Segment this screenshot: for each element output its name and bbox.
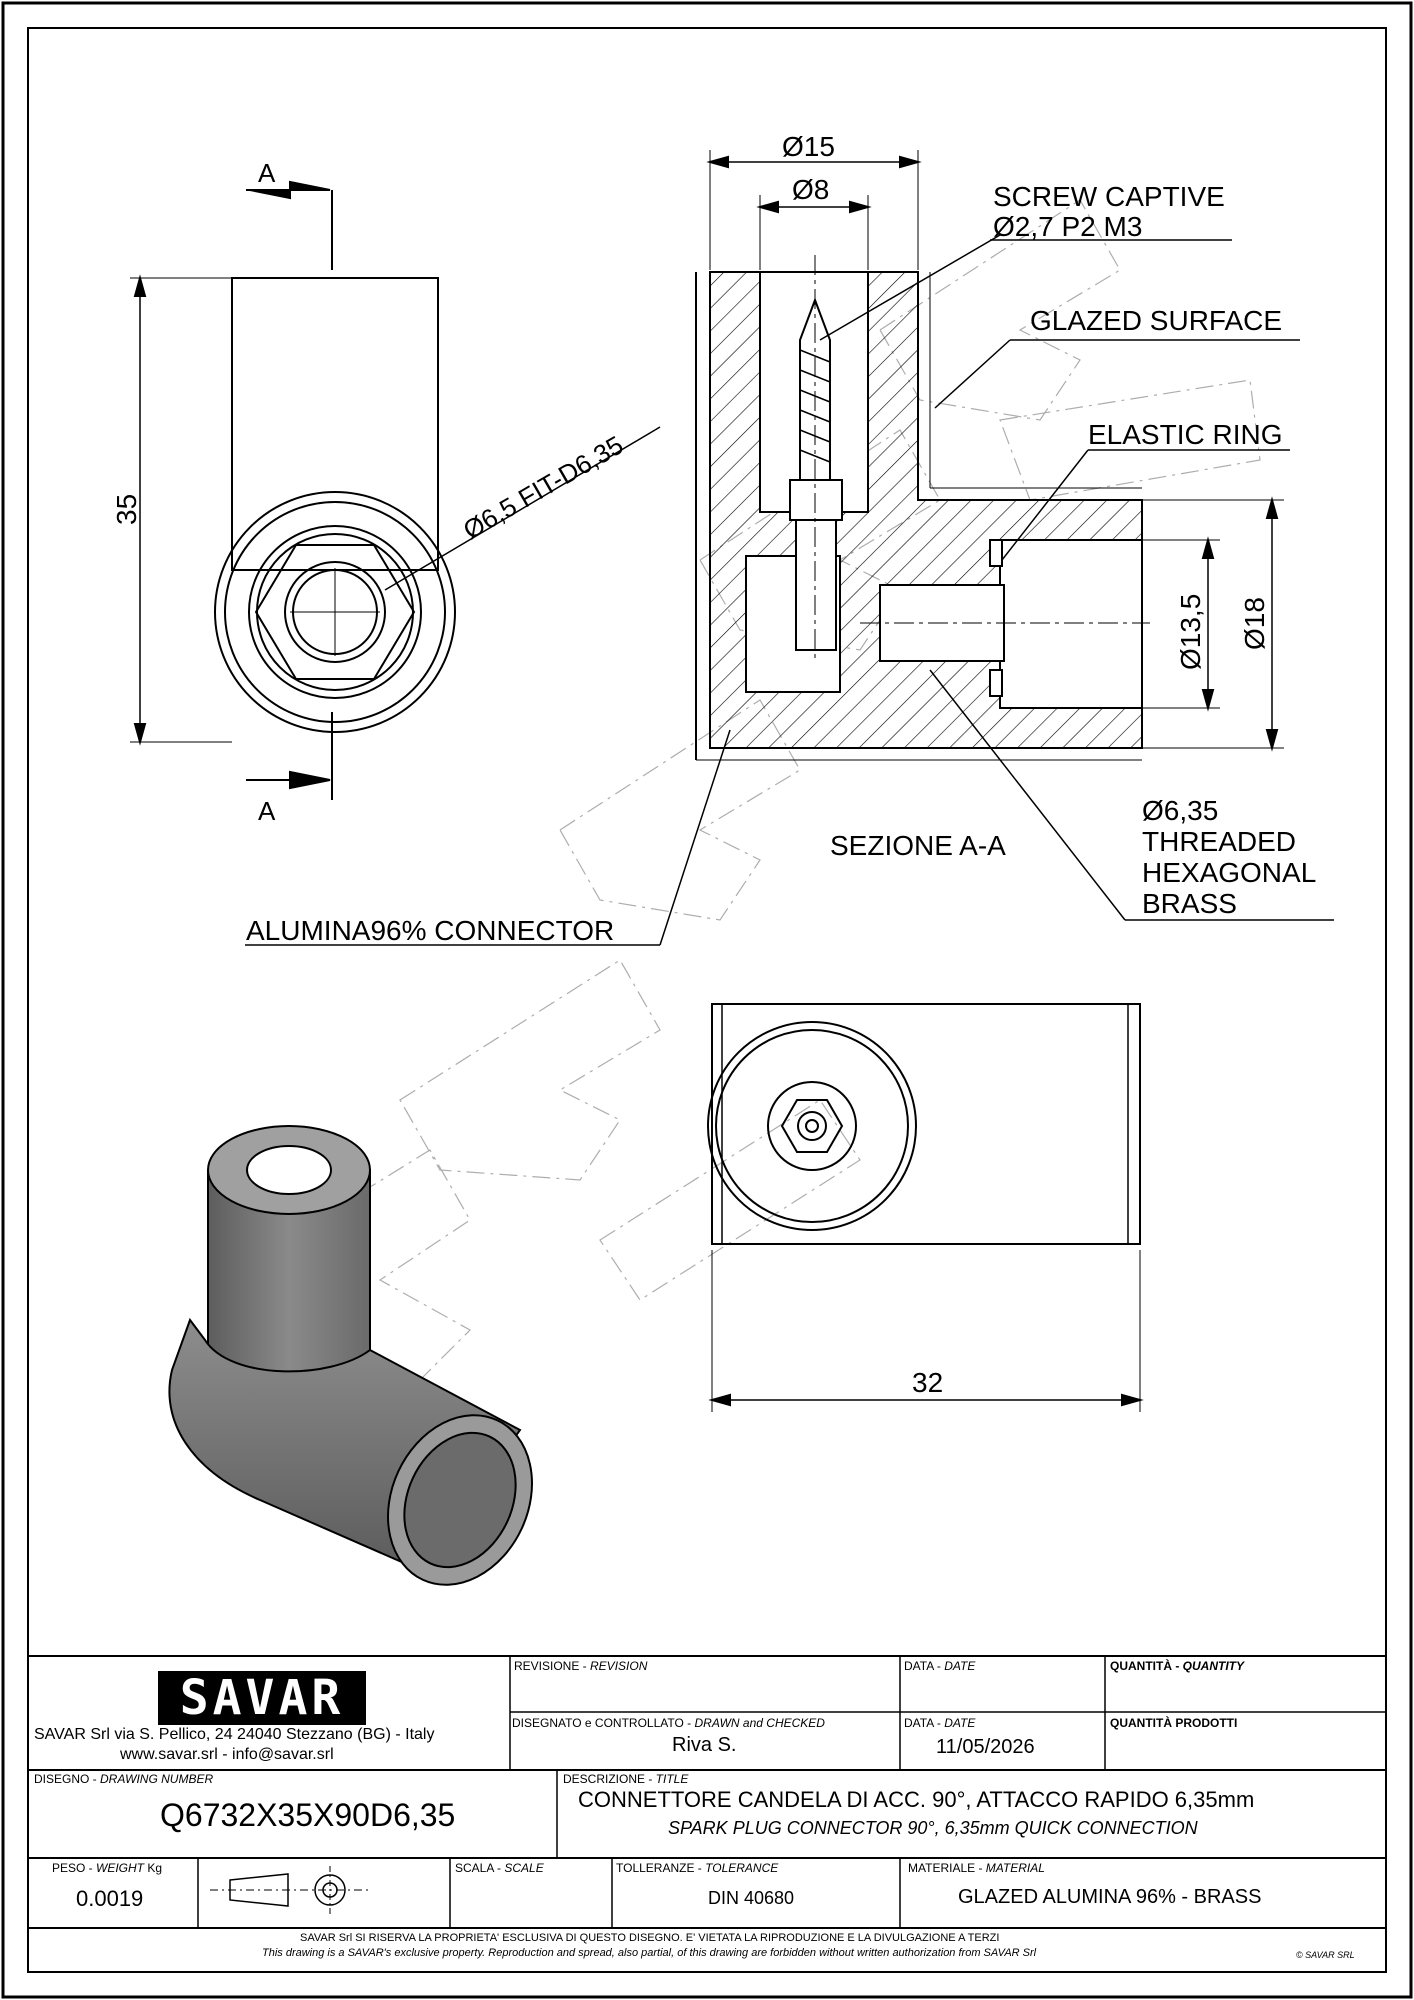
savar-logo: SAVAR (158, 1671, 366, 1725)
drawing-number-label: DISEGNO - DRAWING NUMBER (34, 1772, 214, 1786)
callout-screw-line1: SCREW CAPTIVE (993, 181, 1225, 212)
weight-value: 0.0019 (76, 1886, 144, 1911)
callout-brass-line3: HEXAGONAL (1142, 857, 1316, 888)
title-it: CONNETTORE CANDELA DI ACC. 90°, ATTACCO … (578, 1787, 1255, 1812)
drawn-label: DISEGNATO e CONTROLLATO - DRAWN and CHEC… (512, 1716, 825, 1730)
inner-frame (27, 27, 1387, 1973)
callout-body: ALUMINA96% CONNECTOR (246, 915, 614, 946)
front-view (130, 180, 661, 800)
dim-outer-diameter: Ø15 (782, 131, 835, 162)
dim-height: 35 (111, 494, 142, 525)
revision-label: REVISIONE - REVISION (514, 1659, 648, 1673)
dim-inner-diameter: Ø8 (792, 174, 829, 205)
date-value: 11/05/2026 (936, 1736, 1035, 1758)
callout-glazed: GLAZED SURFACE (1030, 305, 1282, 336)
dim-bore-small: Ø13,5 (1175, 594, 1206, 670)
weight-label: PESO - WEIGHT Kg (52, 1861, 163, 1875)
dim-length: 32 (912, 1367, 943, 1398)
side-view (707, 1003, 1144, 1412)
dim-bore-large: Ø18 (1239, 597, 1270, 650)
date-label-2: DATA - DATE (904, 1716, 976, 1730)
material-label: MATERIALE - MATERIAL (908, 1861, 1045, 1875)
callout-brass-line1: Ø6,35 (1142, 795, 1218, 826)
copyright: © SAVAR SRL (1296, 1950, 1355, 1960)
section-view (245, 150, 1334, 946)
isometric-view (168, 1125, 533, 1586)
callout-brass-line2: THREADED (1142, 826, 1296, 857)
quantity-label: QUANTITÀ - QUANTITY (1110, 1659, 1244, 1673)
company-address: SAVAR Srl via S. Pellico, 24 24040 Stezz… (34, 1726, 435, 1743)
scale-label: SCALA - SCALE (455, 1861, 544, 1875)
section-title: SEZIONE A-A (830, 830, 1006, 861)
drawn-value: Riva S. (672, 1734, 737, 1756)
tolerance-value: DIN 40680 (708, 1888, 795, 1908)
footer-en: This drawing is a SAVAR's exclusive prop… (262, 1947, 1037, 1959)
drawing-number: Q6732X35X90D6,35 (160, 1797, 456, 1833)
callout-screw-line2: Ø2,7 P2 M3 (993, 211, 1142, 242)
section-marker-top: A (258, 158, 276, 188)
section-marker-bottom: A (258, 796, 276, 826)
footer-it: SAVAR Srl SI RISERVA LA PROPRIETA' ESCLU… (300, 1932, 1000, 1944)
tolerance-label: TOLLERANZE - TOLERANCE (616, 1861, 779, 1875)
material-value: GLAZED ALUMINA 96% - BRASS (958, 1886, 1262, 1908)
title-block-grid (28, 1655, 1386, 1929)
callout-ring: ELASTIC RING (1088, 419, 1282, 450)
description-label: DESCRIZIONE - TITLE (563, 1772, 689, 1786)
company-web: www.savar.srl - info@savar.srl (120, 1746, 334, 1763)
quantity-products-label: QUANTITÀ PRODOTTI (1110, 1716, 1238, 1730)
title-en: SPARK PLUG CONNECTOR 90°, 6,35mm QUICK C… (668, 1818, 1198, 1838)
callout-brass-line4: BRASS (1142, 888, 1237, 919)
date-label: DATA - DATE (904, 1659, 976, 1673)
dim-hole: Ø6,5 FIT-D6,35 (458, 430, 628, 546)
